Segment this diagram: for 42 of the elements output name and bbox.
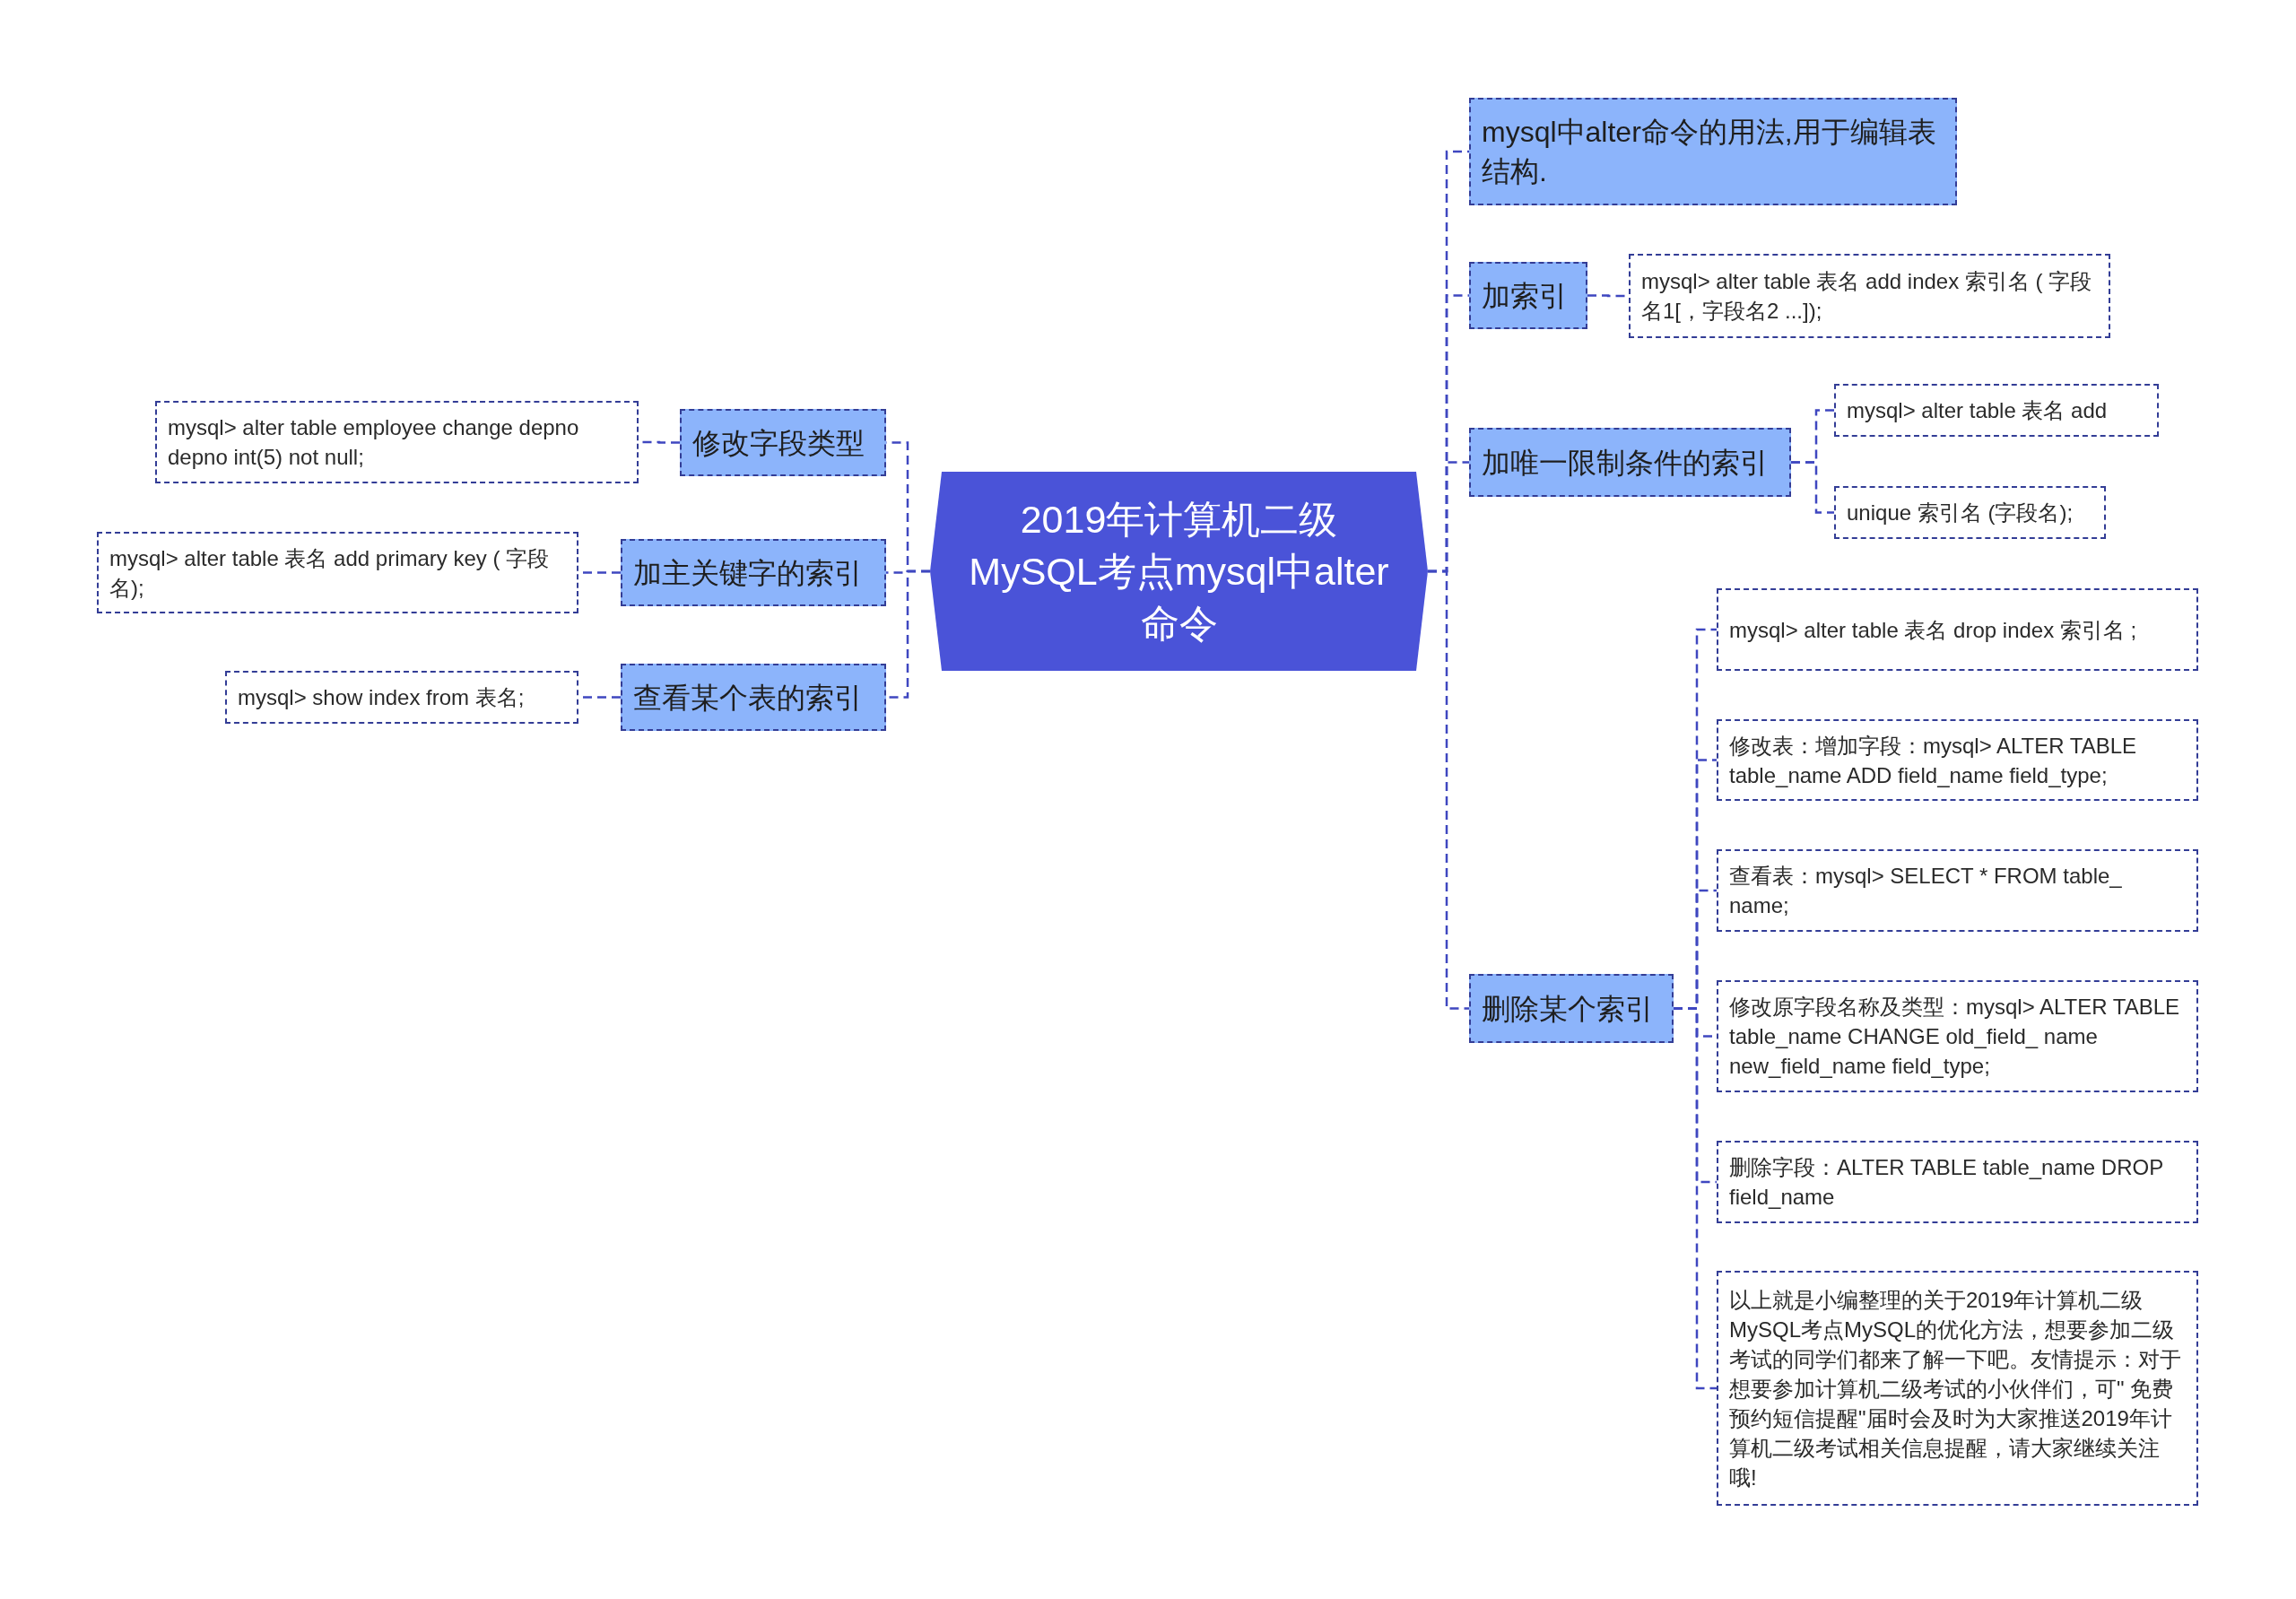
node-text: 加索引 xyxy=(1482,278,1568,314)
node-text: 删除字段：ALTER TABLE table_name DROP field_name xyxy=(1729,1154,2164,1211)
node-text: 加唯一限制条件的索引 xyxy=(1482,445,1769,481)
note-box xyxy=(1717,719,2198,801)
note-box xyxy=(155,401,639,483)
topic-box xyxy=(1469,974,1674,1043)
node-text: 删除某个索引 xyxy=(1482,991,1654,1027)
note-box xyxy=(1834,486,2106,539)
note-box xyxy=(225,671,578,724)
note-box xyxy=(1717,1271,2198,1506)
topic-box xyxy=(621,539,886,606)
topic-box xyxy=(1469,428,1791,497)
topic-box xyxy=(680,409,886,476)
node-text: mysql> alter table 表名 add index 索引名 ( 字段名1[，字段名2 ...]); xyxy=(1641,268,2093,325)
connector-line xyxy=(1674,1007,1717,1390)
node-text: mysql中alter命令的用法,用于编辑表结构. xyxy=(1482,115,1937,189)
node-text: 修改字段类型 xyxy=(692,425,865,461)
node-text: mysql> alter table 表名 drop index 索引名 ; xyxy=(1729,616,2137,644)
node-text: unique 索引名 (字段名); xyxy=(1847,500,2074,526)
node-text: mysql> alter table 表名 add primary key ( 字段名); xyxy=(109,544,551,602)
node-text: 2019年计算机二级MySQL考点mysql中alter命令 xyxy=(968,497,1390,647)
node-text: mysql> alter table employee change depno depno int(5) not null; xyxy=(168,414,580,471)
topic-box xyxy=(621,664,886,731)
note-box xyxy=(1717,849,2198,932)
node-text: 加主关键字的索引 xyxy=(633,555,863,591)
node-text: mysql> show index from 表名; xyxy=(238,684,525,711)
node-text: mysql> alter table 表名 add xyxy=(1847,397,2108,424)
note-box xyxy=(1834,384,2159,437)
note-box xyxy=(1717,980,2198,1092)
node-text: 以上就是小编整理的关于2019年计算机二级MySQL考点MySQL的优化方法，想要参加二级考试的同学们都来了解一下吧。友情提示：对于想要参加计算机二级考试的小伙伴们，可" 免费预约短信提醒"届时会及时为大家推送2019年计算机二级考试相关信息提醒，请大家继续关注哦! xyxy=(1729,1286,2182,1491)
note-box xyxy=(97,532,578,613)
node-text: 查看某个表的索引 xyxy=(633,680,863,716)
note-box xyxy=(1629,254,2110,338)
note-box xyxy=(1717,588,2198,671)
node-text: 修改原字段名称及类型：mysql> ALTER TABLE table_name CHANGE old_field_ name new_field_name field_type; xyxy=(1729,994,2181,1080)
topic-box xyxy=(1469,98,1957,205)
topic-box xyxy=(1469,262,1587,329)
node-text: 查看表：mysql> SELECT * FROM table_ name; xyxy=(1729,863,2123,919)
connector-line xyxy=(1428,569,1469,1010)
connector-line xyxy=(1791,461,1834,514)
node-text: 修改表：增加字段：mysql> ALTER TABLE table_name ADD field_name field_type; xyxy=(1729,732,2138,789)
note-box xyxy=(1717,1141,2198,1223)
